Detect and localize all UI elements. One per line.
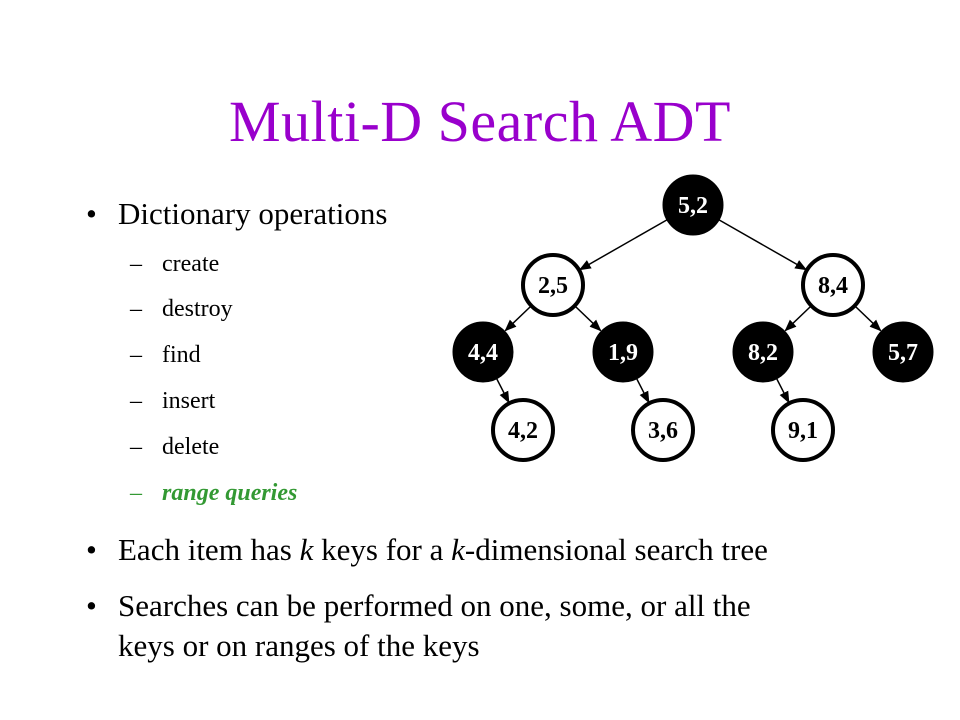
bullet-text: Each item has k keys for a k-dimensional… bbox=[118, 530, 938, 570]
tree-node-n82 bbox=[732, 321, 794, 383]
tree-node-n25 bbox=[521, 253, 585, 317]
tree-node-label: 4,2 bbox=[508, 418, 538, 444]
tree-node-n84 bbox=[801, 253, 865, 317]
tree-edge-n44-n42 bbox=[496, 378, 510, 404]
dash-marker: – bbox=[130, 296, 142, 322]
operation-label: delete bbox=[162, 434, 220, 460]
tree-node-label: 2,5 bbox=[538, 273, 568, 299]
operation-label: create bbox=[162, 251, 220, 277]
tree-node-label: 5,2 bbox=[678, 193, 708, 219]
tree-edge-n19-n36 bbox=[636, 378, 650, 404]
bullet-text: Searches can be performed on one, some, … bbox=[118, 586, 938, 666]
tree-node-n42 bbox=[491, 398, 555, 462]
slide-title: Multi-D Search ADT bbox=[229, 89, 731, 154]
dash-marker: – bbox=[130, 480, 142, 506]
tree-node-n57 bbox=[872, 321, 934, 383]
text-fragment: keys for a bbox=[313, 532, 452, 567]
dash-marker: – bbox=[130, 342, 142, 368]
bullet-marker: • bbox=[86, 532, 97, 567]
italic-k: k bbox=[451, 532, 465, 567]
tree-edge-n25-n44 bbox=[504, 305, 532, 332]
tree-node-label: 4,4 bbox=[468, 340, 498, 366]
bullet-marker: • bbox=[86, 196, 97, 231]
operation-label: insert bbox=[162, 388, 216, 414]
tree-edge-n52-n25 bbox=[578, 219, 668, 271]
italic-k: k bbox=[299, 532, 314, 567]
operation-label: find bbox=[162, 342, 201, 368]
tree-node-n44 bbox=[452, 321, 514, 383]
tree-edge-n82-n91 bbox=[776, 378, 790, 404]
tree-edge-n52-n84 bbox=[718, 219, 808, 271]
tree-edge-n84-n82 bbox=[784, 305, 812, 332]
operation-label: destroy bbox=[162, 296, 233, 322]
text-fragment: Each item has bbox=[118, 532, 300, 567]
bullet-text-line: Searches can be performed on one, some, … bbox=[118, 588, 751, 623]
dash-marker: – bbox=[130, 388, 142, 414]
tree-edge-n84-n57 bbox=[854, 305, 882, 332]
tree-node-n52 bbox=[662, 174, 724, 236]
tree-node-label: 9,1 bbox=[788, 418, 818, 444]
bullet-text-line: keys or on ranges of the keys bbox=[118, 628, 480, 663]
tree-node-label: 3,6 bbox=[648, 418, 678, 444]
bullet-marker: • bbox=[86, 588, 97, 623]
bullet-text: Dictionary operations bbox=[118, 196, 388, 231]
operation-label: range queries bbox=[162, 480, 298, 506]
tree-node-n91 bbox=[771, 398, 835, 462]
tree-node-label: 5,7 bbox=[888, 340, 918, 366]
tree-node-label: 8,2 bbox=[748, 340, 778, 366]
tree-node-label: 8,4 bbox=[818, 273, 848, 299]
tree-node-n19 bbox=[592, 321, 654, 383]
dash-marker: – bbox=[130, 251, 142, 277]
tree-node-n36 bbox=[631, 398, 695, 462]
dash-marker: – bbox=[130, 434, 142, 460]
text-fragment: -dimensional search tree bbox=[464, 532, 768, 567]
tree-node-label: 1,9 bbox=[608, 340, 638, 366]
tree-edge-n25-n19 bbox=[574, 305, 602, 332]
